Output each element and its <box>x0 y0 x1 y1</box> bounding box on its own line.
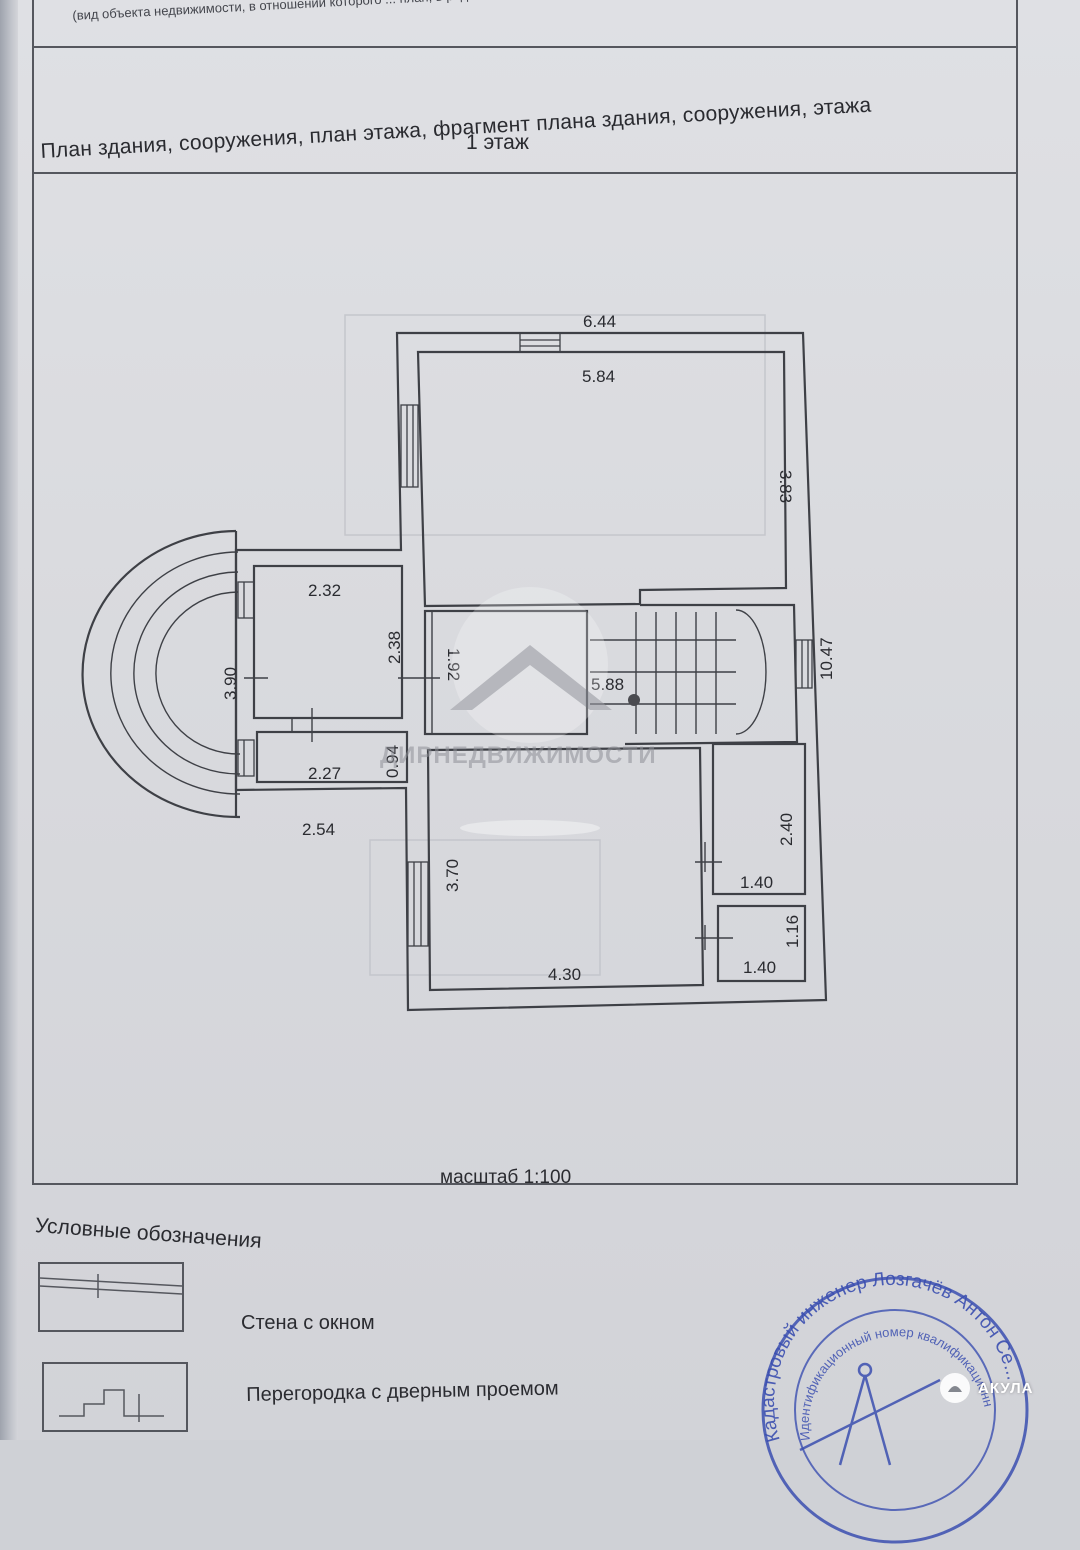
window-top <box>519 332 561 353</box>
legend-symbol-partition-door <box>42 1362 188 1432</box>
dim-hall-width: 2.32 <box>308 581 341 600</box>
corridor-walls <box>423 609 589 736</box>
dim-room-top-width: 5.84 <box>582 367 615 386</box>
door-marks <box>244 612 733 950</box>
dim-bath-width: 1.40 <box>740 873 773 892</box>
agency-watermark: ДИРНЕДВИЖИМОСТИ <box>380 587 657 836</box>
dim-bath-height: 2.40 <box>777 813 796 846</box>
brand-badge: АКУЛА <box>940 1373 1033 1403</box>
dim-stair-width: 5.88 <box>591 675 624 694</box>
plan-frame <box>32 0 1018 1185</box>
room-bottom-walls <box>426 746 705 992</box>
brand-name: АКУЛА <box>978 1379 1034 1397</box>
dim-store-width: 2.27 <box>308 764 341 783</box>
dim-porch-height: 3.90 <box>221 667 240 700</box>
floor-plan-drawing: 6.44 5.84 3.83 10.47 2.32 2.38 3.90 1.92… <box>81 312 836 1012</box>
dim-wc-height: 1.16 <box>783 915 802 948</box>
header-divider <box>32 46 1018 48</box>
legend-symbol-wall-window <box>38 1262 184 1332</box>
shark-logo-icon <box>940 1373 970 1403</box>
window-upper-left <box>400 404 419 488</box>
document-sheet <box>0 0 1080 1440</box>
porch-step-arc-1 <box>110 551 241 795</box>
room-bath-walls <box>711 742 807 896</box>
outer-wall <box>234 331 828 1012</box>
dim-store-height: 0.94 <box>383 745 402 778</box>
room-hall-walls <box>252 564 404 720</box>
dim-porch-width: 2.54 <box>302 820 335 839</box>
window-stair-right <box>795 639 813 689</box>
scale-label: масштаб 1:100 <box>440 1167 572 1188</box>
title-divider <box>32 172 1018 174</box>
dim-wc-width: 1.40 <box>743 958 776 977</box>
porch-step-arc-2 <box>133 571 241 775</box>
watermark-text: ДИРНЕДВИЖИМОСТИ <box>380 742 657 769</box>
legend-label-wall-window: Стена с окном <box>241 1312 375 1334</box>
dim-room-top-height: 3.83 <box>776 470 795 503</box>
stair-treads <box>590 609 767 735</box>
room-wc-walls <box>716 904 807 983</box>
room-upper-walls <box>416 350 788 608</box>
porch-outer-arc <box>81 529 241 819</box>
floor-label: 1 этаж <box>466 131 529 154</box>
dim-overall-width: 6.44 <box>583 312 616 331</box>
window-bottom-left <box>407 861 429 947</box>
dim-hall-height: 2.38 <box>385 631 404 664</box>
engineer-stamp: Кадастровый инженер Лозгачёв Антон Се...… <box>740 1250 1029 1544</box>
dim-room-bottom-width: 4.30 <box>548 965 581 984</box>
window-hall <box>237 581 255 619</box>
window-store <box>237 739 255 777</box>
watermark-shine <box>460 820 600 836</box>
faint-trace-upper <box>344 314 766 536</box>
faint-trace-lower <box>369 839 601 976</box>
dim-corridor-height: 1.92 <box>444 648 463 681</box>
column-marker <box>628 694 640 706</box>
dim-room-bottom-height: 3.70 <box>443 859 462 892</box>
porch-step-arc-3 <box>155 591 241 755</box>
binding-edge <box>0 0 18 1440</box>
room-store-walls <box>255 730 409 784</box>
roof-icon <box>450 645 612 710</box>
dim-overall-length: 10.47 <box>817 637 836 680</box>
